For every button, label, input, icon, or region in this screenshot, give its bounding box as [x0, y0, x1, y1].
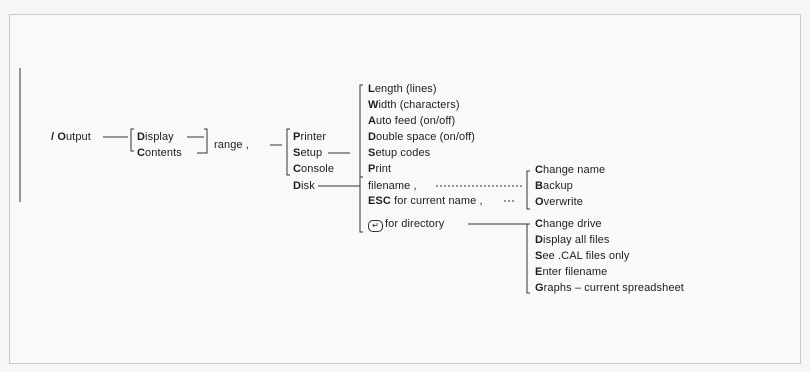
directory-option-see-cal: See .CAL files only — [535, 250, 630, 262]
directory-option-change-drive: Change drive — [535, 218, 602, 230]
disk-option-directory: ↵for directory — [368, 218, 444, 232]
range-label: range , — [214, 139, 249, 151]
setup-option-auto-feed: Auto feed (on/off) — [368, 115, 456, 127]
bracket-directory-options — [526, 223, 530, 294]
bracket-level1 — [130, 128, 134, 152]
menu-item-setup: Setup — [293, 147, 323, 159]
menu-item-console: Console — [293, 163, 335, 175]
setup-option-print: Print — [368, 163, 392, 175]
setup-option-width: Width (characters) — [368, 99, 460, 111]
bracket-disk-options — [359, 176, 363, 233]
setup-option-length: Length (lines) — [368, 83, 437, 95]
directory-option-graphs: Graphs – current spreadsheet — [535, 282, 684, 294]
bracket-name-options — [526, 170, 530, 210]
directory-option-enter-filename: Enter filename — [535, 266, 608, 278]
bracket-range-in — [204, 128, 208, 154]
setup-option-setup-codes: Setup codes — [368, 147, 431, 159]
directory-option-display-all: Display all files — [535, 234, 610, 246]
name-option-change-name: Change name — [535, 164, 606, 176]
disk-option-filename: filename , — [368, 180, 417, 192]
root-output-label: / Output — [51, 131, 91, 143]
bracket-level2 — [286, 128, 290, 176]
menu-item-contents: Contents — [137, 147, 182, 159]
disk-option-esc: ESC for current name , — [368, 195, 483, 207]
name-option-overwrite: Overwrite — [535, 196, 583, 208]
enter-key-icon: ↵ — [368, 220, 383, 232]
menu-item-display: Display — [137, 131, 174, 143]
setup-option-double-space: Double space (on/off) — [368, 131, 476, 143]
diagram-frame — [9, 14, 801, 364]
menu-item-printer: Printer — [293, 131, 327, 143]
bracket-setup-options — [359, 84, 363, 178]
name-option-backup: Backup — [535, 180, 573, 192]
menu-item-disk: Disk — [293, 180, 315, 192]
